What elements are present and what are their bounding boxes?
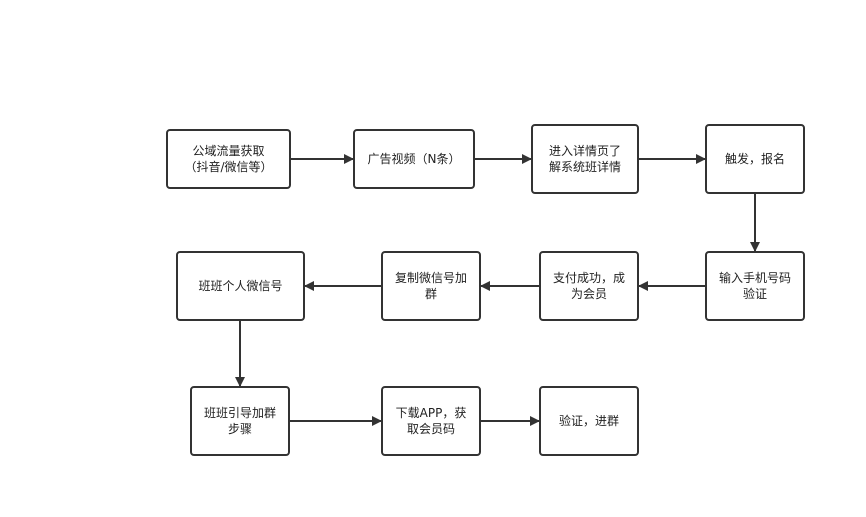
node-trigger-signup: 触发，报名 <box>705 124 805 194</box>
node-payment-success: 支付成功，成 为会员 <box>539 251 639 321</box>
node-label: 下载APP，获 取会员码 <box>395 406 467 436</box>
node-verify-join: 验证，进群 <box>539 386 639 456</box>
node-public-traffic: 公域流量获取 （抖音/微信等） <box>166 129 291 189</box>
node-copy-wechat: 复制微信号加 群 <box>381 251 481 321</box>
node-group-guide: 班班引导加群 步骤 <box>190 386 290 456</box>
node-detail-page: 进入详情页了 解系统班详情 <box>531 124 639 194</box>
node-label: 广告视频（N条） <box>367 152 461 166</box>
node-label: 支付成功，成 为会员 <box>552 271 625 301</box>
node-label: 触发，报名 <box>724 152 785 166</box>
node-label: 班班个人微信号 <box>198 279 283 293</box>
node-label: 验证，进群 <box>558 414 619 428</box>
node-class-wechat: 班班个人微信号 <box>176 251 305 321</box>
node-label: 复制微信号加 群 <box>394 271 467 301</box>
node-label: 输入手机号码 验证 <box>718 271 791 301</box>
node-ad-video: 广告视频（N条） <box>353 129 475 189</box>
node-phone-verify: 输入手机号码 验证 <box>705 251 805 321</box>
node-label: 进入详情页了 解系统班详情 <box>548 144 621 174</box>
node-download-app: 下载APP，获 取会员码 <box>381 386 481 456</box>
node-label: 班班引导加群 步骤 <box>203 406 276 436</box>
node-label: 公域流量获取 （抖音/微信等） <box>184 144 273 174</box>
